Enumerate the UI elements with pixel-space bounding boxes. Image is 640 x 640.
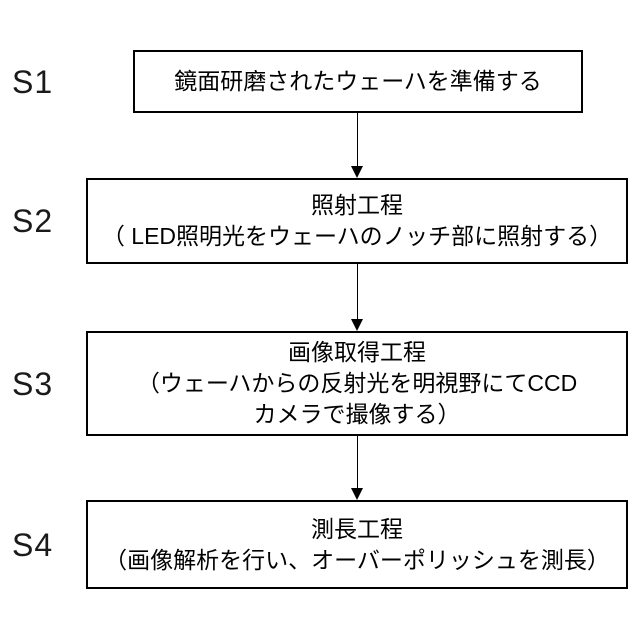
process-box-s2-detail: （ LED照明光をウェーハのノッチ部に照射する） <box>101 223 613 249</box>
arrow-head-icon <box>351 488 363 500</box>
arrow-head-icon <box>351 166 363 178</box>
process-box-s1-text: 鏡面研磨されたウェーハを準備する <box>174 68 542 94</box>
process-box-s2-title: 照射工程 <box>311 192 403 218</box>
process-box-s3: 画像取得工程 （ウェーハからの反射光を明視野にてCCD カメラで撮像する） <box>86 331 628 436</box>
step-label-s1: S1 <box>12 64 54 100</box>
flow-arrow-s3-s4 <box>350 436 364 500</box>
flow-arrow-s1-s2 <box>350 113 364 178</box>
process-box-s2: 照射工程 （ LED照明光をウェーハのノッチ部に照射する） <box>86 178 628 264</box>
step-label-s2: S2 <box>12 203 54 239</box>
step-label-s3: S3 <box>12 366 54 402</box>
flow-arrow-s2-s3 <box>350 264 364 331</box>
process-box-s4-title: 測長工程 <box>311 515 403 542</box>
process-box-s3-detail-1: （ウェーハからの反射光を明視野にてCCD <box>136 370 578 396</box>
arrow-shaft <box>357 264 358 327</box>
process-box-s4: 測長工程 （画像解析を行い、オーバーポリッシュを測長） <box>86 500 628 589</box>
step-label-s4: S4 <box>12 527 54 563</box>
process-box-s3-detail-2: カメラで撮像する） <box>253 401 461 427</box>
arrow-shaft <box>357 436 358 496</box>
arrow-head-icon <box>351 319 363 331</box>
process-box-s3-title: 画像取得工程 <box>288 339 426 365</box>
arrow-shaft <box>357 113 358 174</box>
process-box-s1: 鏡面研磨されたウェーハを準備する <box>133 50 583 113</box>
process-box-s4-detail: （画像解析を行い、オーバーポリッシュを測長） <box>104 546 610 573</box>
